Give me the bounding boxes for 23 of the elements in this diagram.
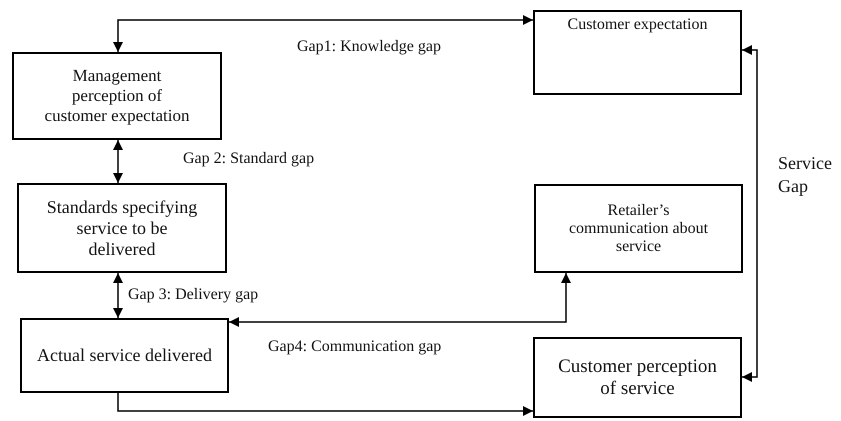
edge-label: Gap4: Communication gap [268, 338, 442, 356]
process-box [534, 184, 743, 273]
process-box [20, 318, 229, 393]
edge-label: Service Gap [778, 152, 833, 197]
box-text: Retailer’s communication about service [568, 202, 710, 256]
box-text: Customer perception of service [557, 356, 718, 400]
arrow [117, 393, 533, 416]
edge-label: Gap 3: Delivery gap [128, 286, 258, 304]
process-box [533, 10, 742, 95]
process-box [533, 337, 742, 418]
arrow [742, 45, 758, 382]
box-text: Customer expectation [568, 16, 708, 34]
arrow [113, 140, 123, 183]
arrow [113, 273, 123, 318]
box-text: Management perception of customer expectation [44, 66, 190, 126]
process-box [17, 183, 227, 273]
edge-label: Gap1: Knowledge gap [297, 38, 441, 56]
arrow [113, 15, 533, 52]
box-text: Actual service delivered [37, 345, 212, 366]
edge-label: Gap 2: Standard gap [183, 150, 314, 168]
arrow [229, 273, 571, 327]
box-text: Standards specifying service to be delivered [46, 196, 198, 260]
process-box [12, 52, 222, 140]
